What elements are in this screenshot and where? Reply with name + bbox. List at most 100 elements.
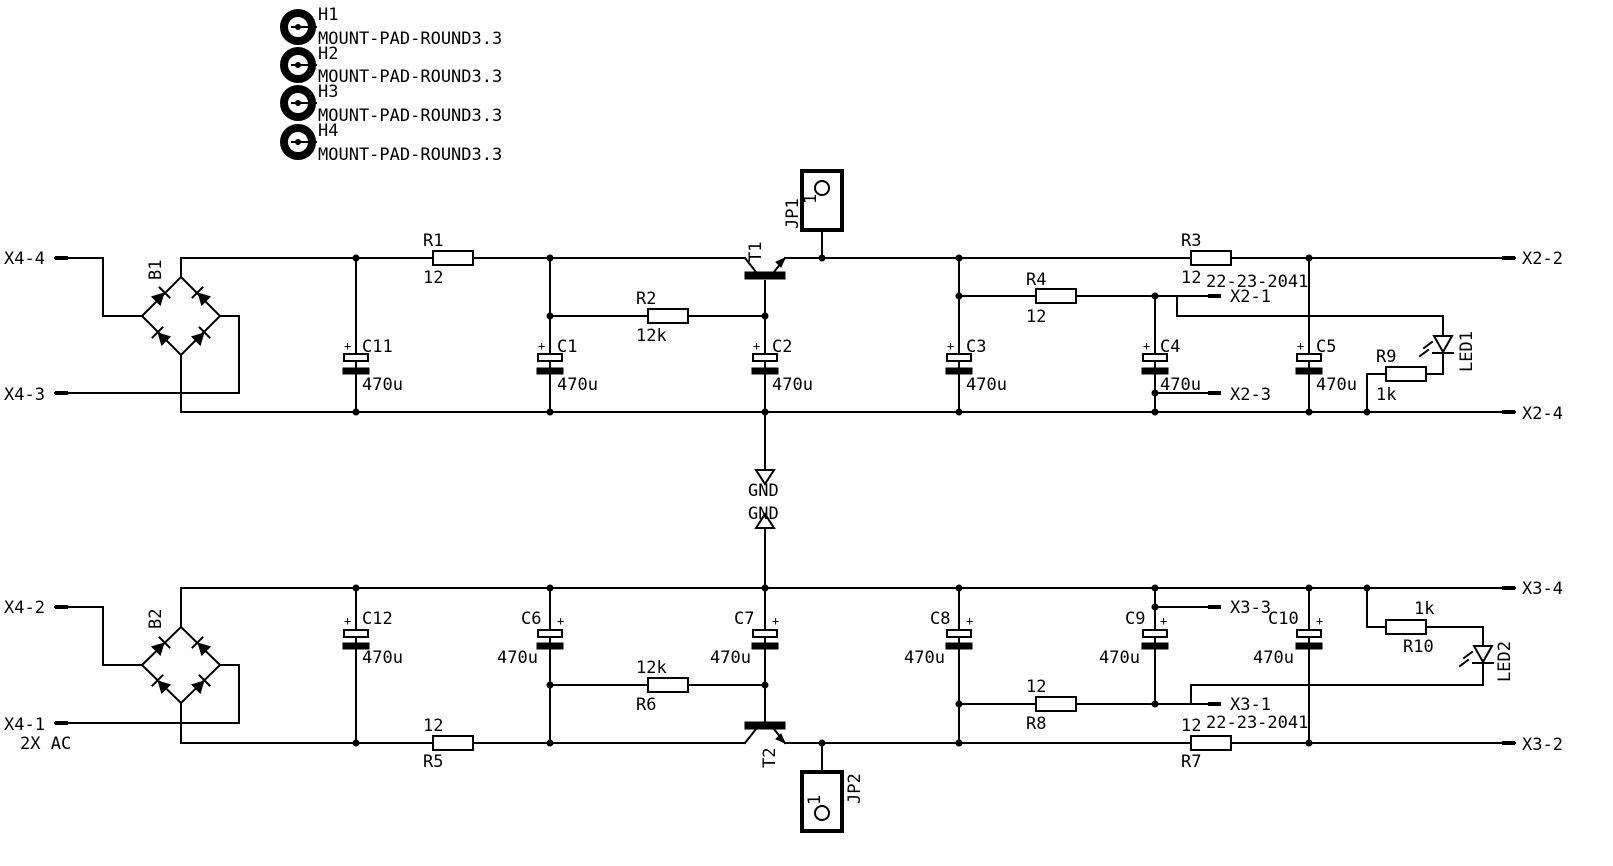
capacitor-c5: + C5 470u bbox=[1295, 337, 1357, 395]
mount-pad-value: MOUNT-PAD-ROUND3.3 bbox=[318, 67, 502, 87]
ground-upper: GND bbox=[748, 469, 779, 501]
resistor-ref: R3 bbox=[1181, 231, 1201, 251]
mount-pad-h1: H1 MOUNT-PAD-ROUND3.3 bbox=[280, 5, 502, 49]
led-led1: LED1 bbox=[1418, 331, 1477, 372]
resistor-ref: R1 bbox=[423, 231, 443, 251]
jumper-jp2-ref: JP2 bbox=[845, 773, 865, 804]
connector-x2-value: 22-23-2041 bbox=[1206, 272, 1308, 292]
capacitor-ref: C11 bbox=[362, 337, 393, 357]
capacitor-ref: C10 bbox=[1268, 609, 1299, 629]
jumper-jp1: 1 JP1 bbox=[783, 169, 844, 232]
resistor-r2: R2 12k bbox=[636, 289, 689, 346]
capacitor-plus: + bbox=[557, 614, 564, 628]
resistor-r1: R1 12 bbox=[423, 231, 474, 288]
capacitor-value: 470u bbox=[710, 648, 751, 668]
resistor-r8: R8 12 bbox=[1026, 677, 1077, 734]
capacitor-value: 470u bbox=[362, 375, 403, 395]
bridge-b1-ref: B1 bbox=[146, 260, 166, 280]
resistor-ref: R9 bbox=[1376, 347, 1396, 367]
capacitor-plus: + bbox=[966, 614, 973, 628]
resistor-r4: R4 12 bbox=[1026, 270, 1077, 327]
connector-x2: X2-2 X2-4 X2-1 X2-3 22-23-2041 bbox=[1206, 249, 1563, 424]
lower-wires bbox=[54, 527, 1516, 773]
ground-lower: GND bbox=[748, 504, 779, 529]
capacitor-c12: + C12 470u bbox=[342, 609, 403, 668]
capacitor-value: 470u bbox=[1160, 375, 1201, 395]
capacitor-ref: C1 bbox=[557, 337, 577, 357]
capacitor-plus: + bbox=[772, 614, 779, 628]
resistor-value: 12k bbox=[636, 326, 667, 346]
resistor-r10: R10 1k bbox=[1385, 599, 1434, 657]
resistor-value: 12 bbox=[1181, 268, 1201, 288]
mount-pad-value: MOUNT-PAD-ROUND3.3 bbox=[318, 29, 502, 49]
resistor-value: 12 bbox=[423, 716, 443, 736]
mount-pad-value: MOUNT-PAD-ROUND3.3 bbox=[318, 145, 502, 165]
resistor-r7: R7 12 bbox=[1181, 716, 1232, 772]
connector-x3-value: 22-23-2041 bbox=[1206, 713, 1308, 733]
capacitor-c6: + C6 470u bbox=[497, 609, 564, 668]
capacitor-plus: + bbox=[1143, 339, 1150, 353]
capacitor-value: 470u bbox=[497, 648, 538, 668]
pin-label-x4-2: X4-2 bbox=[4, 598, 45, 618]
pin-label-x2-2: X2-2 bbox=[1522, 249, 1563, 269]
junction-dots bbox=[352, 254, 1371, 747]
bridge-b2-ref: B2 bbox=[146, 609, 166, 629]
pin-label-x2-3: X2-3 bbox=[1230, 385, 1271, 405]
pin-label-x4-3: X4-3 bbox=[4, 385, 45, 405]
jumper-pin: 1 bbox=[805, 795, 825, 805]
capacitor-value: 470u bbox=[904, 648, 945, 668]
pin-label-x3-4: X3-4 bbox=[1522, 579, 1563, 599]
pin-label-x2-1: X2-1 bbox=[1230, 287, 1271, 307]
pin-label-x4-1: X4-1 bbox=[4, 715, 45, 735]
mount-pad-h3: H3 MOUNT-PAD-ROUND3.3 bbox=[280, 82, 502, 126]
resistor-value: 12 bbox=[1026, 307, 1046, 327]
capacitor-plus: + bbox=[1297, 339, 1304, 353]
capacitor-plus: + bbox=[753, 339, 760, 353]
mount-pad-h4: H4 MOUNT-PAD-ROUND3.3 bbox=[280, 121, 502, 165]
capacitor-ref: C3 bbox=[966, 337, 986, 357]
capacitor-ref: C12 bbox=[362, 609, 393, 629]
capacitor-c4: + C4 470u bbox=[1141, 337, 1201, 395]
capacitor-plus: + bbox=[344, 614, 351, 628]
bridge-rectifier-b2: B2 bbox=[140, 609, 222, 705]
upper-wires bbox=[54, 229, 1516, 471]
resistor-value: 12k bbox=[636, 658, 667, 678]
capacitor-plus: + bbox=[1160, 614, 1167, 628]
transistor-t2: T2 bbox=[743, 721, 787, 768]
capacitor-ref: C7 bbox=[734, 609, 754, 629]
resistor-r5: R5 12 bbox=[423, 716, 474, 772]
resistor-ref: R7 bbox=[1181, 752, 1201, 772]
capacitor-value: 470u bbox=[1099, 648, 1140, 668]
pin-label-x4-4: X4-4 bbox=[4, 249, 45, 269]
capacitor-value: 470u bbox=[772, 375, 813, 395]
capacitor-ref: C9 bbox=[1125, 609, 1145, 629]
capacitor-ref: C8 bbox=[930, 609, 950, 629]
capacitor-ref: C2 bbox=[772, 337, 792, 357]
pin-label-x3-3: X3-3 bbox=[1230, 598, 1271, 618]
resistor-ref: R10 bbox=[1403, 637, 1434, 657]
resistor-r3: R3 12 bbox=[1181, 231, 1232, 288]
resistor-ref: R4 bbox=[1026, 270, 1046, 290]
resistor-ref: R5 bbox=[423, 752, 443, 772]
capacitor-plus: + bbox=[344, 339, 351, 353]
capacitor-c8: + C8 470u bbox=[904, 609, 973, 668]
jumper-pin: 1 bbox=[801, 194, 821, 204]
mount-pad-value: MOUNT-PAD-ROUND3.3 bbox=[318, 106, 502, 126]
capacitor-c3: + C3 470u bbox=[945, 337, 1007, 395]
capacitor-value: 470u bbox=[557, 375, 598, 395]
capacitor-plus: + bbox=[538, 339, 545, 353]
capacitor-plus: + bbox=[1316, 614, 1323, 628]
mount-pad-ref: H4 bbox=[318, 121, 338, 141]
resistor-value: 1k bbox=[1414, 599, 1434, 619]
resistor-r6: R6 12k bbox=[636, 658, 689, 715]
capacitor-c1: + C1 470u bbox=[536, 337, 598, 395]
mount-pad-ref: H1 bbox=[318, 5, 338, 25]
resistor-value: 12 bbox=[1181, 716, 1201, 736]
capacitor-c7: + C7 470u bbox=[710, 609, 779, 668]
resistor-value: 12 bbox=[1026, 677, 1046, 697]
transistor-t1-ref: T1 bbox=[746, 242, 766, 262]
capacitor-value: 470u bbox=[362, 648, 403, 668]
mount-pad-ref: H2 bbox=[318, 44, 338, 64]
led2-ref: LED2 bbox=[1495, 641, 1515, 682]
connector-x4-value: 2X AC bbox=[20, 734, 71, 754]
